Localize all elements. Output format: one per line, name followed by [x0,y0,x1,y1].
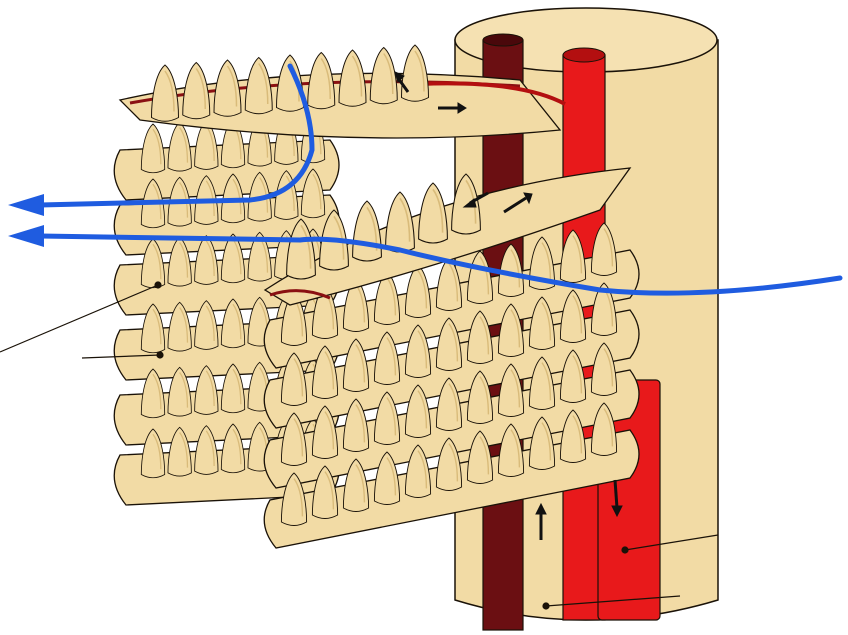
secondary-lamella [338,49,367,108]
secondary-lamella [244,56,274,115]
blood-flow-arrows [394,71,623,540]
secondary-lamella [417,182,449,244]
secondary-lamella [351,200,383,262]
unlabeled-leader-lines [0,281,719,610]
secondary-lamella [369,46,399,105]
secondary-lamella [306,51,336,110]
secondary-lamella [140,123,166,174]
secondary-lamella [213,59,242,118]
secondary-lamella [167,121,193,172]
secondary-lamella [150,64,180,123]
water-flow-arrows [8,63,843,296]
secondary-lamella [384,191,416,253]
secondary-lamella [400,44,430,103]
secondary-lamella [181,61,211,120]
